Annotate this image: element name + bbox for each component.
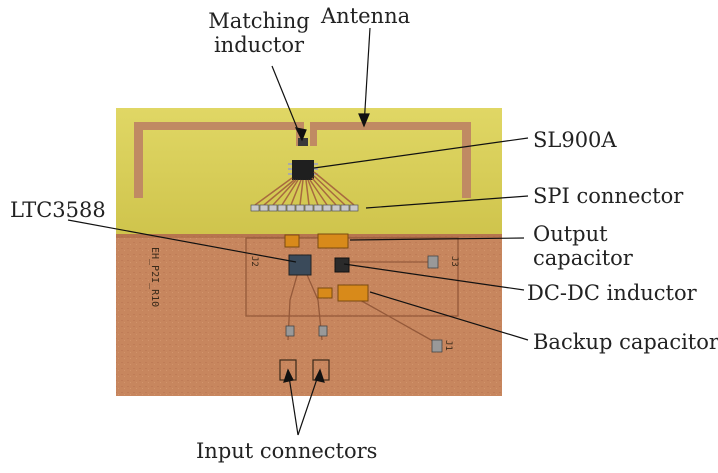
antenna-label: Antenna (321, 4, 411, 28)
output-capacitor-label: Output capacitor (533, 222, 633, 270)
ltc3588-chip (288, 254, 312, 276)
matching-inductor (298, 138, 308, 146)
silkscreen-board-id: EH_P2I_R10 (149, 247, 160, 307)
input-connectors-label: Input connectors (196, 439, 378, 463)
silkscreen-j-bottom: J1 (443, 340, 453, 351)
matching-inductor-label-line2: inductor (213, 33, 305, 57)
backup-capacitor (337, 284, 369, 302)
sl900a-chip (292, 160, 314, 180)
matching-inductor-label: Matching inductor (206, 9, 312, 57)
backup-capacitor-label: Backup capacitor (533, 330, 718, 354)
callout-lines (67, 27, 529, 436)
output-capacitor-label-line2: capacitor (533, 246, 633, 270)
output-capacitor (317, 233, 349, 249)
antenna-trace (134, 122, 471, 198)
spi-traces (254, 171, 355, 206)
spi-connector-label: SPI connector (533, 184, 684, 208)
dcdc-inductor-label: DC-DC inductor (527, 281, 697, 305)
silkscreen-j-right: J3 (449, 256, 459, 267)
spi-connector (250, 204, 359, 212)
output-capacitor-label-line1: Output (533, 222, 608, 246)
matching-inductor-label-line1: Matching (208, 9, 310, 33)
silkscreen-j-left: J2 (249, 256, 259, 267)
ltc3588-label: LTC3588 (10, 198, 106, 222)
sl900a-label: SL900A (533, 128, 617, 152)
